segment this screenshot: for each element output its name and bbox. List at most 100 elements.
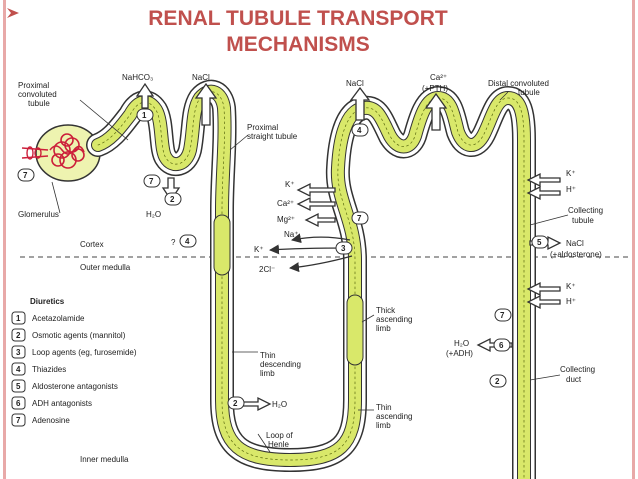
label-collecting-duct-1: Collecting <box>560 365 595 374</box>
label-thin-ascending-1: Thin <box>376 403 392 412</box>
svg-text:7: 7 <box>500 311 505 320</box>
svg-text:4: 4 <box>16 365 21 374</box>
glomerulus-capillaries <box>49 133 85 169</box>
svg-text:4: 4 <box>185 237 190 246</box>
label-aldosterone: (+aldosterone) <box>550 250 602 259</box>
label-nahco3: NaHCO₃ <box>122 73 153 82</box>
label-adh: (+ADH) <box>446 349 473 358</box>
label-mg2: Mg²⁺ <box>277 215 295 224</box>
label-h2o-adh: H₂O <box>454 339 469 348</box>
tubule-wall <box>86 79 536 479</box>
legend-item: 4 Thiazides <box>11 362 66 376</box>
label-proximal-straight-1: Proximal <box>247 123 278 132</box>
svg-text:ADH antagonists: ADH antagonists <box>32 399 92 408</box>
k-arrow <box>296 182 336 198</box>
diuretics-legend: Diuretics 1 Acetazolamide 2 Osmotic agen… <box>11 297 137 427</box>
site-marker-4-dct: 4 <box>351 123 369 137</box>
label-proximal-convoluted-2: convoluted <box>18 90 57 99</box>
ct-h-arrow-2 <box>526 294 561 310</box>
svg-text:6: 6 <box>16 399 21 408</box>
left-accent-bar <box>3 0 6 479</box>
label-loop-henle-1: Loop of <box>266 431 293 440</box>
label-loop-henle-2: Henle <box>268 440 289 449</box>
label-question: ? <box>171 238 176 247</box>
label-ct-h-2: H⁺ <box>566 297 576 306</box>
label-ct-k-2: K⁺ <box>566 282 576 291</box>
site-marker-6: 6 <box>493 338 511 352</box>
label-pth: (+PTH) <box>422 84 448 93</box>
label-glomerulus: Glomerulus <box>18 210 59 219</box>
label-proximal-straight-2: straight tubule <box>247 132 298 141</box>
ct-k-arrow-1 <box>526 172 561 188</box>
site-marker-7-cd: 7 <box>494 308 512 322</box>
svg-text:6: 6 <box>499 341 504 350</box>
ca-pth-arrow <box>424 92 448 131</box>
site-marker-3: 3 <box>335 241 353 255</box>
label-ct-k-1: K⁺ <box>566 169 576 178</box>
site-marker-1: 1 <box>136 108 154 122</box>
label-distal-1: Distal convoluted <box>488 79 549 88</box>
legend-item: 7 Adenosine <box>11 413 70 427</box>
svg-text:Osmotic agents (mannitol): Osmotic agents (mannitol) <box>32 331 126 340</box>
svg-text:2: 2 <box>495 377 500 386</box>
svg-text:2: 2 <box>233 399 238 408</box>
afferent-arteriole <box>21 146 49 160</box>
svg-text:Aldosterone antagonists: Aldosterone antagonists <box>32 382 118 391</box>
svg-text:3: 3 <box>16 348 21 357</box>
label-k-2: K⁺ <box>254 245 264 254</box>
label-thick-ascending-3: limb <box>376 324 391 333</box>
ca2-arrow <box>296 196 336 212</box>
label-outer-medulla: Outer medulla <box>80 263 131 272</box>
site-marker-4-q: 4 <box>179 234 197 248</box>
svg-text:7: 7 <box>149 177 154 186</box>
svg-text:Acetazolamide: Acetazolamide <box>32 314 85 323</box>
title-line-1: RENAL TUBULE TRANSPORT <box>148 7 448 30</box>
legend-title: Diuretics <box>30 297 65 306</box>
site-marker-7-glom: 7 <box>17 168 35 182</box>
legend-item: 2 Osmotic agents (mannitol) <box>11 328 126 342</box>
label-h2o-proximal: H₂O <box>146 210 161 219</box>
label-nacl-thick: NaCl <box>346 79 364 88</box>
legend-item: 5 Aldosterone antagonists <box>11 379 118 393</box>
structure-labels: Proximal convoluted tubule NaHCO₃ NaCl N… <box>18 73 603 464</box>
ct-k-arrow-2 <box>526 281 561 297</box>
thick-segment-descending <box>213 214 231 276</box>
svg-text:7: 7 <box>16 416 21 425</box>
svg-text:5: 5 <box>16 382 21 391</box>
svg-text:1: 1 <box>16 314 21 323</box>
site-marker-5: 5 <box>531 235 549 249</box>
nacl-thick-arrow <box>349 86 371 121</box>
site-marker-2-pct: 2 <box>164 192 182 206</box>
label-h2o-loop: H₂O <box>272 400 287 409</box>
label-nacl-aldo: NaCl <box>566 239 584 248</box>
slide-title: RENAL TUBULE TRANSPORT MECHANISMS <box>118 6 478 58</box>
site-marker-7-pct: 7 <box>143 174 161 188</box>
label-ca2: Ca²⁺ <box>277 199 294 208</box>
title-line-2: MECHANISMS <box>226 33 370 56</box>
label-nacl-proximal: NaCl <box>192 73 210 82</box>
label-thick-ascending-2: ascending <box>376 315 412 324</box>
svg-text:2: 2 <box>170 195 175 204</box>
svg-text:7: 7 <box>357 214 362 223</box>
label-thin-ascending-3: limb <box>376 421 391 430</box>
label-thin-descending-1: Thin <box>260 351 276 360</box>
label-thin-descending-2: descending <box>260 360 301 369</box>
label-proximal-convoluted-3: tubule <box>28 99 50 108</box>
label-thick-ascending-1: Thick <box>376 306 396 315</box>
label-cortex: Cortex <box>80 240 104 249</box>
label-collecting-tubule-1: Collecting <box>568 206 603 215</box>
label-2cl: 2Cl⁻ <box>259 265 275 274</box>
label-ca: Ca²⁺ <box>430 73 447 82</box>
site-marker-2-cd: 2 <box>489 374 507 388</box>
svg-text:Thiazides: Thiazides <box>32 365 66 374</box>
ct-h-arrow-1 <box>526 185 561 201</box>
right-accent-bar <box>632 0 635 479</box>
site-marker-2-loop: 2 <box>227 396 245 410</box>
h2o-loop-arrow <box>241 396 272 412</box>
label-k: K⁺ <box>285 180 295 189</box>
leader-lines <box>51 91 569 453</box>
svg-text:1: 1 <box>142 111 147 120</box>
site-markers: 1 2 7 7 4 4 7 3 5 7 6 2 2 <box>17 108 549 410</box>
